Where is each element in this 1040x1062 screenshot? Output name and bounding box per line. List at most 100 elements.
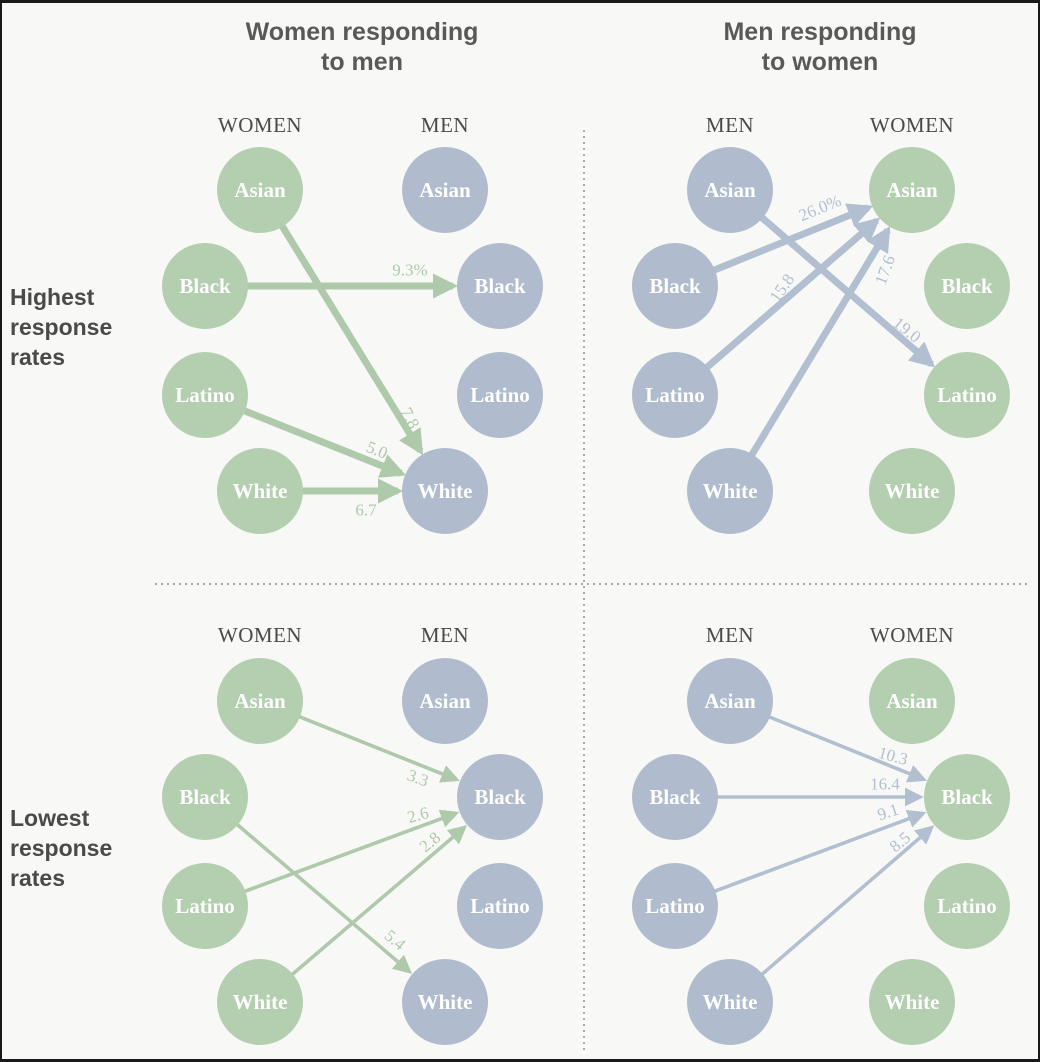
node-label: White <box>418 990 473 1014</box>
node-circle <box>217 959 303 1045</box>
node-women-latino: Latino <box>162 863 248 949</box>
node-circle <box>687 448 773 534</box>
edge-label-latino-to-black: 2.6 <box>405 803 430 827</box>
node-circle <box>402 448 488 534</box>
node-women-asian: Asian <box>869 147 955 233</box>
node-circle <box>869 448 955 534</box>
left-column-title-line1: Women responding <box>246 18 479 46</box>
node-circle <box>924 352 1010 438</box>
node-women-black: Black <box>924 243 1010 329</box>
bottom-row-label-line3: rates <box>10 865 65 891</box>
node-circle <box>457 863 543 949</box>
node-circle <box>162 352 248 438</box>
node-circle <box>162 754 248 840</box>
edge-latino-to-black <box>242 809 460 894</box>
node-label: Black <box>941 785 993 809</box>
top-row-label-line1: Highest <box>10 284 95 310</box>
node-men-white: White <box>402 959 488 1045</box>
node-circle <box>687 147 773 233</box>
panel-top-right-right-header: WOMEN <box>870 113 954 137</box>
node-label: White <box>418 479 473 503</box>
node-women-white: White <box>869 959 955 1045</box>
panel-bottom-right-left-header: MEN <box>706 623 754 647</box>
node-women-asian: Asian <box>869 658 955 744</box>
node-circle <box>869 147 955 233</box>
node-label: Asian <box>886 689 938 713</box>
node-women-white: White <box>217 959 303 1045</box>
node-women-white: White <box>217 448 303 534</box>
node-women-black: Black <box>162 754 248 840</box>
node-label: Asian <box>234 178 286 202</box>
right-column-title-line1: Men responding <box>723 18 916 46</box>
node-men-white: White <box>687 448 773 534</box>
node-men-white: White <box>402 448 488 534</box>
edge-latino-to-black <box>712 809 927 894</box>
node-label: Latino <box>470 894 530 918</box>
edge-asian-to-black <box>297 714 460 783</box>
node-women-latino: Latino <box>924 352 1010 438</box>
node-label: Asian <box>886 178 938 202</box>
node-label: Asian <box>419 178 471 202</box>
bottom-row-label-line2: response <box>10 835 112 861</box>
node-label: Black <box>179 274 231 298</box>
node-label: Latino <box>175 383 235 407</box>
node-label: Latino <box>175 894 235 918</box>
node-circle <box>217 658 303 744</box>
node-circle <box>402 658 488 744</box>
panel-bottom-left-left-header: WOMEN <box>218 623 302 647</box>
panel-top-left-edges <box>241 223 459 504</box>
edge-label-black-to-black: 16.4 <box>870 775 900 794</box>
node-label: White <box>233 479 288 503</box>
panel-top-left-left-header: WOMEN <box>218 113 302 137</box>
node-circle <box>457 352 543 438</box>
node-label: Black <box>474 274 526 298</box>
panel-bottom-right-right-header: WOMEN <box>870 623 954 647</box>
node-men-white: White <box>687 959 773 1045</box>
node-men-latino: Latino <box>457 352 543 438</box>
node-circle <box>924 863 1010 949</box>
node-label: Black <box>649 785 701 809</box>
node-women-white: White <box>869 448 955 534</box>
node-circle <box>632 863 718 949</box>
node-circle <box>687 658 773 744</box>
node-men-asian: Asian <box>402 147 488 233</box>
node-label: Latino <box>937 383 997 407</box>
edge-label-black-to-black: 9.3% <box>392 261 427 280</box>
left-column-title-line2: to men <box>321 48 403 76</box>
node-men-asian: Asian <box>687 147 773 233</box>
node-label: Black <box>941 274 993 298</box>
node-label: Asian <box>419 689 471 713</box>
node-label: Latino <box>645 894 705 918</box>
node-circle <box>632 352 718 438</box>
node-men-latino: Latino <box>632 863 718 949</box>
edge-latino-to-asian <box>703 217 881 371</box>
node-label: Black <box>649 274 701 298</box>
panel-bottom-left-right-header: MEN <box>421 623 469 647</box>
node-men-latino: Latino <box>632 352 718 438</box>
node-men-black: Black <box>632 243 718 329</box>
node-men-black: Black <box>457 243 543 329</box>
node-circle <box>162 243 248 329</box>
node-label: Asian <box>234 689 286 713</box>
node-men-asian: Asian <box>687 658 773 744</box>
panel-bottom-left-edges <box>235 714 468 977</box>
top-row-label-line3: rates <box>10 344 65 370</box>
node-label: Latino <box>470 383 530 407</box>
node-label: Asian <box>704 689 756 713</box>
node-women-asian: Asian <box>217 658 303 744</box>
node-circle <box>457 754 543 840</box>
edge-label-white-to-white: 6.7 <box>355 501 377 520</box>
node-circle <box>869 658 955 744</box>
node-circle <box>687 959 773 1045</box>
node-women-asian: Asian <box>217 147 303 233</box>
node-label: Latino <box>937 894 997 918</box>
edge-asian-to-white <box>278 223 424 456</box>
edge-white-to-black <box>290 825 468 977</box>
node-label: White <box>885 479 940 503</box>
edge-white-to-black <box>759 825 935 977</box>
node-circle <box>924 243 1010 329</box>
